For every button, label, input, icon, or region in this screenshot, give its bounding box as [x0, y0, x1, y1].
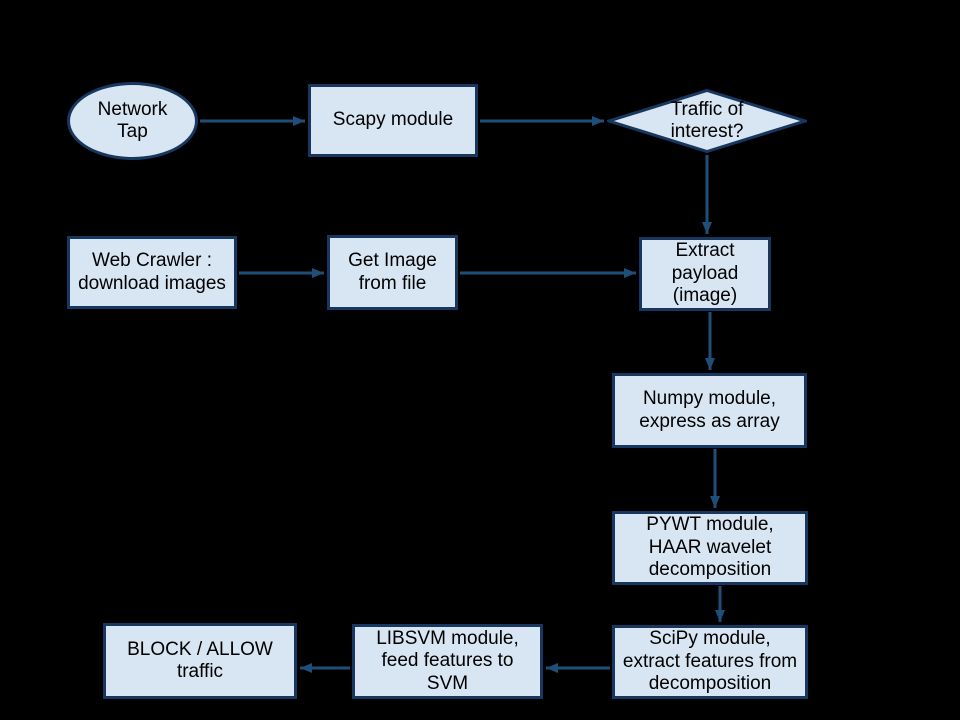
node-block-allow-traffic-label: BLOCK / ALLOW traffic	[127, 638, 273, 682]
diamond-shape	[607, 89, 807, 153]
node-network-tap: Network Tap	[67, 82, 198, 160]
node-web-crawler-label: Web Crawler : download images	[78, 250, 226, 294]
decision-traffic-of-interest-label: Traffic of interest?	[670, 98, 744, 142]
node-get-image-from-file-label: Get Image from file	[348, 250, 437, 294]
node-pywt-module: PYWT module, HAAR wavelet decomposition	[612, 511, 808, 585]
node-pywt-module-label: PYWT module, HAAR wavelet decomposition	[646, 514, 774, 581]
node-scipy-module: SciPy module, extract features from deco…	[612, 625, 808, 699]
node-block-allow-traffic: BLOCK / ALLOW traffic	[103, 623, 297, 699]
node-scapy-module-label: Scapy module	[332, 109, 454, 131]
node-extract-payload: Extract payload (image)	[639, 237, 771, 311]
node-libsvm-module: LIBSVM module, feed features to SVM	[352, 624, 543, 699]
node-numpy-module: Numpy module, express as array	[612, 373, 807, 448]
node-extract-payload-label: Extract payload (image)	[671, 240, 739, 307]
decision-traffic-of-interest: Traffic of interest?	[607, 89, 807, 153]
node-web-crawler: Web Crawler : download images	[67, 236, 237, 309]
node-numpy-module-label: Numpy module, express as array	[639, 388, 780, 432]
node-network-tap-label: Network Tap	[97, 98, 168, 142]
node-scipy-module-label: SciPy module, extract features from deco…	[622, 628, 798, 695]
node-scapy-module: Scapy module	[308, 84, 478, 157]
node-get-image-from-file: Get Image from file	[327, 235, 458, 310]
node-libsvm-module-label: LIBSVM module, feed features to SVM	[376, 627, 519, 694]
